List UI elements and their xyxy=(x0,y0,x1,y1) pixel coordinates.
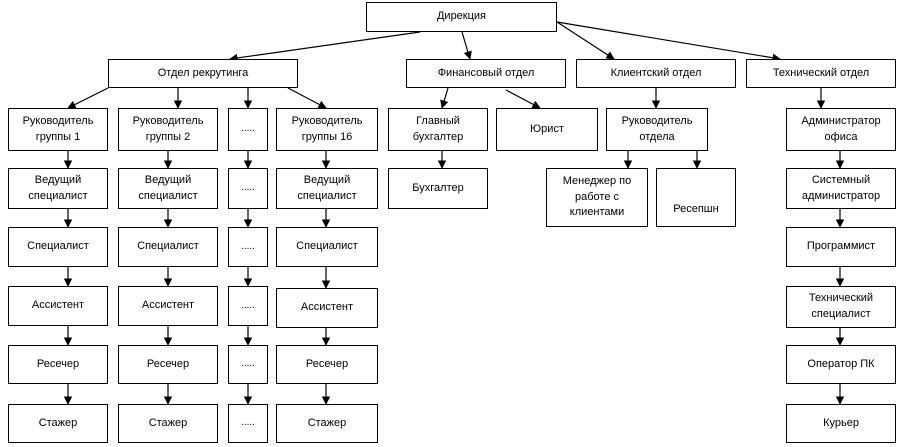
node-group1-intern: Стажер xyxy=(8,404,108,443)
node-tech: Технический отдел xyxy=(746,59,896,88)
node-group2-intern: Стажер xyxy=(118,404,218,443)
node-sysadmin: Системный администратор xyxy=(786,168,896,209)
node-group2-head: Руководитель группы 2 xyxy=(118,108,218,151)
node-group1-lead: Ведущий специалист xyxy=(8,168,108,209)
connector-dir-client xyxy=(556,21,615,60)
node-tech-specialist: Технический специалист xyxy=(786,286,896,328)
node-group2-assistant: Ассистент xyxy=(118,286,218,326)
node-groups-ellipsis-6: ..... xyxy=(228,404,268,443)
connector-fin-chief xyxy=(440,87,449,109)
node-programmer: Программист xyxy=(786,227,896,267)
node-pc-operator: Оператор ПК xyxy=(786,345,896,384)
node-group1-assistant: Ассистент xyxy=(8,286,108,326)
connector-rec-g1 xyxy=(67,87,109,109)
connector-dir-recruiting xyxy=(229,31,421,63)
node-group16-specialist: Специалист xyxy=(276,227,378,267)
node-chief-accountant: Главный бухгалтер xyxy=(388,108,488,151)
node-group2-lead: Ведущий специалист xyxy=(118,168,218,209)
node-group16-lead: Ведущий специалист xyxy=(276,168,378,209)
node-lawyer: Юрист xyxy=(496,108,598,151)
node-reception: Ресепшн xyxy=(656,168,736,227)
node-groups-ellipsis-4: ..... xyxy=(228,286,268,326)
node-accountant: Бухгалтер xyxy=(388,168,488,209)
node-client-manager: Менеджер по работе с клиентами xyxy=(546,168,648,227)
connector-fin-lawyer xyxy=(505,89,541,109)
node-groups-ellipsis-5: ..... xyxy=(228,345,268,384)
node-finance: Финансовый отдел xyxy=(406,59,566,88)
node-group1-specialist: Специалист xyxy=(8,227,108,267)
node-group16-assistant: Ассистент xyxy=(276,288,378,328)
node-group1-head: Руководитель группы 1 xyxy=(8,108,108,151)
node-client: Клиентский отдел xyxy=(576,59,736,88)
node-groups-ellipsis-1: ..... xyxy=(228,108,268,151)
node-group2-researcher: Ресечер xyxy=(118,345,218,384)
node-group1-researcher: Ресечер xyxy=(8,345,108,384)
node-group16-researcher: Ресечер xyxy=(276,345,378,384)
node-groups-ellipsis-2: ..... xyxy=(228,168,268,209)
connector-dir-tech xyxy=(556,21,781,62)
connector-dir-finance xyxy=(461,31,472,60)
node-group16-head: Руководитель группы 16 xyxy=(276,108,378,151)
node-office-admin: Администратор офиса xyxy=(786,108,896,151)
node-client-head: Руководитель отдела xyxy=(606,108,708,151)
node-group2-specialist: Специалист xyxy=(118,227,218,267)
node-groups-ellipsis-3: ..... xyxy=(228,227,268,267)
connector-rec-g16 xyxy=(287,87,327,109)
node-direktsiya: Дирекция xyxy=(366,2,557,32)
node-recruiting: Отдел рекрутинга xyxy=(108,59,298,88)
node-group16-intern: Стажер xyxy=(276,404,378,443)
node-courier: Курьер xyxy=(786,404,896,443)
